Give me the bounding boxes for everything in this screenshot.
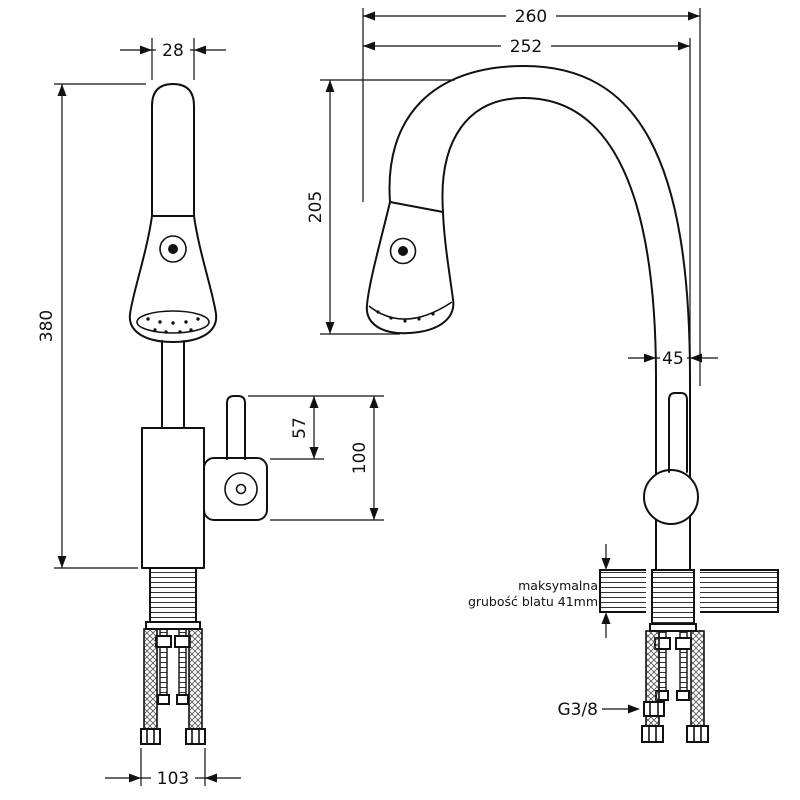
dimension-spout-reach: 252 xyxy=(363,36,690,57)
front-stud-end-nut-left xyxy=(157,694,170,705)
dim-380-label: 380 xyxy=(37,310,57,342)
thread-size-label: G3/8 xyxy=(557,700,598,720)
side-view: 260 252 205 45 xyxy=(306,6,779,743)
side-stud-end-nut-right xyxy=(676,690,690,701)
front-hose-fitting-right xyxy=(185,728,206,745)
dimension-body-depth: 45 xyxy=(628,348,718,369)
dimension-base-width: 103 xyxy=(105,748,241,789)
front-cartridge-cap xyxy=(224,472,258,506)
side-mount-nut-right xyxy=(675,637,692,650)
front-cartridge-screw xyxy=(235,483,247,495)
dimension-spout-height: 205 xyxy=(306,79,455,335)
counter-note-line2: grubość blatu 41mm xyxy=(468,594,598,609)
front-body-column xyxy=(141,427,205,569)
front-view: 28 380 57 100 xyxy=(37,38,384,789)
front-spout-tube xyxy=(151,83,195,217)
side-threaded-shank xyxy=(651,569,695,625)
side-mount-flange xyxy=(649,623,697,632)
front-hose-right xyxy=(188,628,203,730)
front-hose-left xyxy=(143,628,158,730)
dim-57-label: 57 xyxy=(290,417,310,439)
front-stud-end-nut-right xyxy=(176,694,189,705)
thread-size-annotation: G3/8 xyxy=(557,700,640,720)
countertop-thickness-annotation: maksymalna grubość blatu 41mm xyxy=(468,544,611,638)
side-hose-fitting-left xyxy=(641,725,664,743)
dim-28-label: 28 xyxy=(162,41,184,61)
side-hose-fitting-right xyxy=(686,725,709,743)
side-lever-handle xyxy=(668,392,688,473)
front-threaded-shank xyxy=(149,567,197,623)
front-mount-nut-left xyxy=(155,635,172,648)
front-hose-fitting-left xyxy=(140,728,161,745)
side-spout-inner-curve xyxy=(441,97,657,571)
front-aerator-dots xyxy=(146,317,200,334)
dimension-total-depth: 260 xyxy=(362,6,701,386)
side-aerator-dots xyxy=(376,310,435,323)
dim-45-label: 45 xyxy=(662,349,684,369)
front-aerator-face xyxy=(136,310,210,334)
side-hose-right xyxy=(690,630,705,727)
dim-252-label: 252 xyxy=(510,37,542,57)
dimension-total-height: 380 xyxy=(37,83,146,569)
side-valve-cap xyxy=(643,469,699,525)
side-aerator-face xyxy=(368,301,453,320)
counter-note-line1: maksymalna xyxy=(518,578,598,593)
front-spray-button-dot xyxy=(168,244,178,254)
side-spray-button-dot xyxy=(398,246,408,256)
side-spout-outer-curve xyxy=(388,65,691,571)
front-mount-flange xyxy=(145,621,201,630)
front-mount-nut-right xyxy=(174,635,191,648)
front-spray-button-ring xyxy=(159,235,187,263)
front-lever-handle xyxy=(226,395,246,460)
front-neck-pipe xyxy=(161,340,185,429)
dim-103-label: 103 xyxy=(157,769,189,789)
dim-205-label: 205 xyxy=(306,191,326,223)
front-valve-housing xyxy=(203,457,268,521)
side-thread-coupling xyxy=(643,701,665,717)
dim-260-label: 260 xyxy=(515,7,547,27)
side-spray-head xyxy=(365,201,455,335)
dimension-handle-height: 57 xyxy=(248,395,384,460)
dimension-body-height: 100 xyxy=(270,396,384,521)
dim-100-label: 100 xyxy=(350,442,370,474)
dimension-spout-width: 28 xyxy=(120,38,226,80)
side-spray-button-ring xyxy=(389,237,417,265)
front-spray-head xyxy=(128,215,218,343)
